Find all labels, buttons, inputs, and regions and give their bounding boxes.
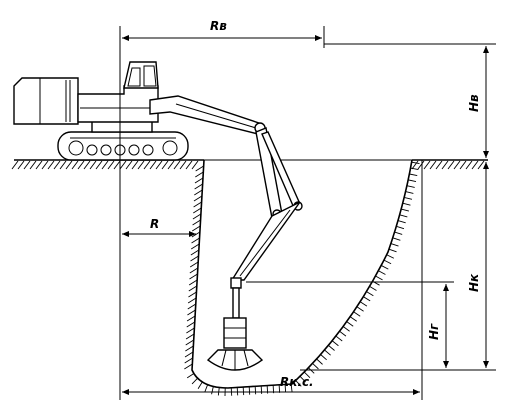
machine-body (78, 86, 158, 122)
excavator (14, 62, 302, 370)
crawler-track (58, 132, 188, 160)
boom (150, 96, 262, 134)
label-h-g: Hг (427, 323, 441, 340)
label-r-ks: Rк.с. (280, 375, 314, 389)
counterweight (14, 78, 78, 124)
gripper-joint (231, 278, 241, 288)
dimension-h-v: Hв (467, 46, 486, 158)
dimension-h-g: Hг (246, 282, 454, 368)
label-h-v: Hв (467, 94, 481, 112)
dimension-h-k: Hк (300, 162, 496, 370)
dimension-r: R (122, 217, 196, 234)
label-h-k: Hк (467, 273, 481, 292)
label-r-v: Rв (210, 19, 227, 33)
label-r: R (150, 217, 159, 231)
ground-hatching-right (412, 161, 484, 169)
grab-body (224, 318, 246, 348)
gripper-rod (233, 288, 239, 318)
ground-hatching-left (12, 161, 198, 169)
